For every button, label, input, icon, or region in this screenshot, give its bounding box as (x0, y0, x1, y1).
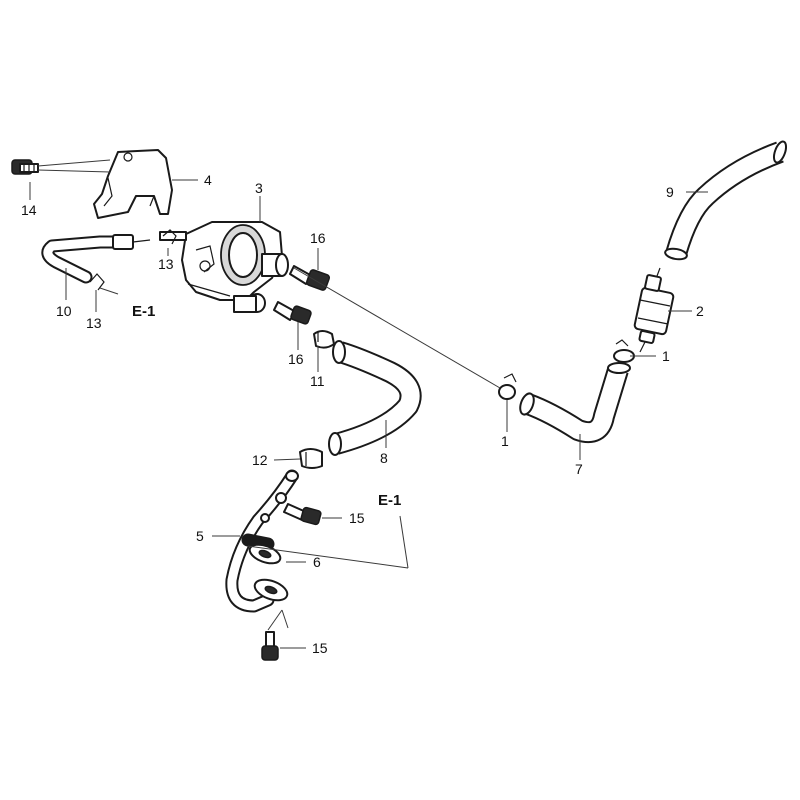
callout-7: 7 (575, 461, 583, 477)
callout-8: 8 (380, 450, 388, 466)
callout-4: 4 (204, 172, 212, 188)
callout-16-upper: 16 (310, 230, 326, 246)
reference-e1-left: E-1 (132, 303, 155, 320)
fuel-pipe-5 (225, 469, 299, 613)
clamp-12 (299, 448, 323, 469)
callout-5: 5 (196, 528, 204, 544)
callout-1-middle: 1 (501, 433, 509, 449)
callout-9: 9 (666, 184, 674, 200)
vacuum-tube-10 (41, 234, 151, 284)
callout-11: 11 (310, 373, 325, 389)
reference-labels: E-1 E-1 (132, 303, 401, 509)
clip-13-upper (162, 229, 177, 245)
fuel-hose-8 (328, 340, 422, 456)
gasket-6-lower (253, 578, 289, 602)
callout-15-upper: 15 (349, 510, 365, 526)
callout-16-lower: 16 (288, 351, 304, 367)
callout-13-upper: 13 (158, 256, 174, 272)
clip-13-lower (89, 273, 105, 291)
callout-3: 3 (255, 180, 263, 196)
clamp-11 (313, 330, 335, 349)
bolt-15-lower (261, 631, 279, 661)
callout-10: 10 (56, 303, 72, 319)
clip-1-middle (498, 373, 517, 400)
callout-12: 12 (252, 452, 268, 468)
bolt-15-upper (283, 503, 322, 526)
bracket-4 (93, 149, 173, 219)
bolt-14 (11, 159, 39, 175)
bolt-16-lower (273, 301, 312, 325)
gasket-6-upper (248, 543, 282, 565)
fuel-hose-9 (664, 140, 788, 261)
clip-1-right (613, 339, 635, 363)
callout-13-lower: 13 (86, 315, 102, 331)
reference-e1-right: E-1 (378, 492, 401, 509)
fuel-pump-3 (159, 221, 289, 313)
callout-6: 6 (313, 554, 321, 570)
callout-1-right: 1 (662, 348, 670, 364)
callout-15-lower: 15 (312, 640, 328, 656)
fuel-hose-7 (519, 362, 631, 444)
leader-lines (29, 159, 708, 649)
callout-2: 2 (696, 303, 704, 319)
callout-14: 14 (21, 202, 37, 218)
callout-labels: 1 1 2 3 4 5 6 7 8 9 10 11 12 13 13 14 15… (21, 172, 704, 656)
fuel-filter-2 (633, 267, 675, 353)
